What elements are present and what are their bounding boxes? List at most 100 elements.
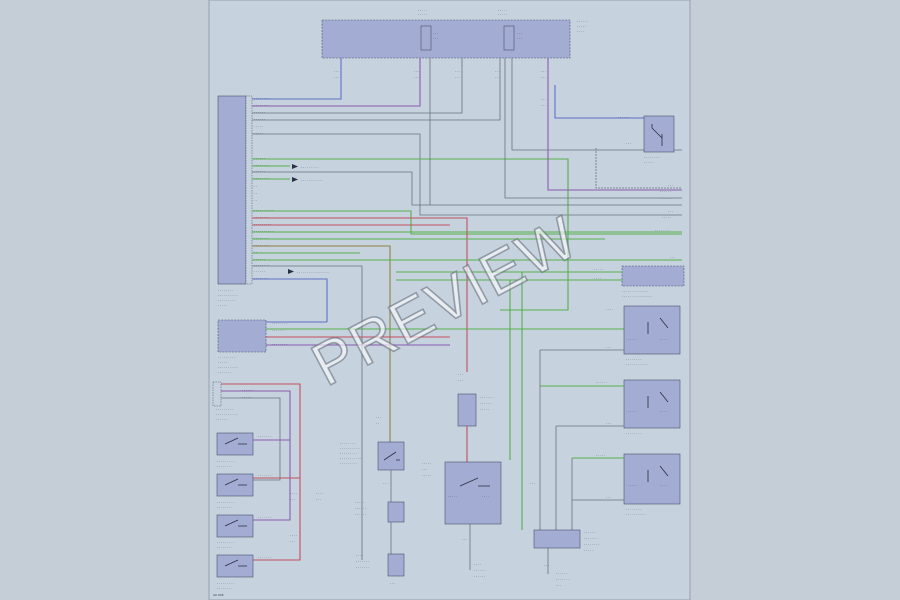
svg-text:- - -: - - - bbox=[376, 415, 381, 419]
svg-text:- - - -: - - - - bbox=[577, 29, 584, 33]
svg-text:- - - - - - - -: - - - - - - - - bbox=[655, 228, 670, 232]
svg-text:- - - -: - - - - bbox=[660, 483, 667, 487]
svg-text:- - - - - -: - - - - - - bbox=[660, 196, 671, 200]
svg-text:- - - - - - - -: - - - - - - - - bbox=[254, 96, 269, 100]
svg-text:- - - - - - -: - - - - - - - bbox=[218, 370, 231, 374]
fuse-box-block: - - - - - - - - - - - - - - - - - - - - … bbox=[321, 8, 588, 59]
svg-text:- - - - -: - - - - - bbox=[218, 303, 227, 307]
svg-text:- - - - - -: - - - - - - bbox=[216, 417, 227, 421]
svg-text:- - - - - - - -: - - - - - - - - bbox=[340, 441, 355, 445]
svg-text:- - - - - - -: - - - - - - - bbox=[254, 276, 267, 280]
svg-text:- - - - -: - - - - - bbox=[596, 453, 605, 457]
svg-text:- - - - - - -: - - - - - - - bbox=[258, 515, 271, 519]
svg-text:- -: - - bbox=[254, 250, 257, 254]
svg-text:- - - - - - - -: - - - - - - - - bbox=[217, 464, 232, 468]
svg-text:- - -: - - - bbox=[544, 563, 549, 567]
svg-text:- - - - - - - - -: - - - - - - - - - bbox=[217, 581, 234, 585]
svg-text:- - - -: - - - - bbox=[660, 337, 667, 341]
svg-text:- - - - - - - - - - -: - - - - - - - - - - - bbox=[340, 456, 361, 460]
svg-text:- - - - - - - -: - - - - - - - - bbox=[254, 236, 269, 240]
svg-text:- - - - - - - - - -: - - - - - - - - - - bbox=[626, 512, 645, 516]
door-switch-connector: - - - - - - - - - - - - - - - - - - - - … bbox=[212, 381, 323, 561]
sheet-id: A0 005 bbox=[213, 593, 224, 597]
svg-text:- - - - - - - - - -: - - - - - - - - - - bbox=[218, 293, 237, 297]
svg-text:- - -: - - - bbox=[517, 31, 522, 35]
center-small-connectors: - - - - - - - - - - - - - - - - - - - - … bbox=[355, 500, 405, 585]
svg-text:- - - - -: - - - - - bbox=[418, 12, 427, 16]
svg-text:- - -: - - - bbox=[455, 75, 460, 79]
svg-text:- - - - -: - - - - - bbox=[254, 124, 263, 128]
svg-text:- - - - - - - -: - - - - - - - - bbox=[217, 586, 232, 590]
svg-text:- - - - - - - -: - - - - - - - - bbox=[626, 431, 641, 435]
connector-arrow-icon: - - - - - - - - - - - - - - - - - - - - … bbox=[288, 164, 329, 274]
svg-text:- - - - - - - - - - -: - - - - - - - - - - - bbox=[301, 178, 322, 182]
svg-text:- - -: - - - bbox=[414, 69, 419, 73]
svg-text:- - -: - - - bbox=[334, 69, 339, 73]
svg-text:- - - - - - - - - -: - - - - - - - - - - bbox=[254, 208, 273, 212]
svg-text:- - -: - - - bbox=[606, 421, 611, 425]
svg-text:- - -: - - - bbox=[462, 537, 467, 541]
svg-text:- - - - - -: - - - - - - bbox=[577, 19, 588, 23]
svg-text:- - - - -: - - - - - bbox=[355, 500, 364, 504]
svg-text:- - - - -: - - - - - bbox=[644, 160, 653, 164]
svg-text:- - - - -: - - - - - bbox=[577, 24, 586, 28]
svg-text:- - - -: - - - - bbox=[290, 491, 297, 495]
svg-text:- - - - -: - - - - - bbox=[594, 267, 603, 271]
svg-text:- - - - - - - - - -: - - - - - - - - - - bbox=[254, 229, 273, 233]
svg-text:- - -: - - - bbox=[383, 481, 388, 485]
svg-text:- - -: - - - bbox=[455, 69, 460, 73]
svg-text:- - -: - - - bbox=[495, 75, 500, 79]
svg-text:- - - - - -: - - - - - - bbox=[242, 388, 253, 392]
left-door-switches: - - - - - - - - - - - - - - - - - - - - … bbox=[216, 432, 300, 590]
svg-text:- - - - -: - - - - - bbox=[628, 483, 637, 487]
svg-text:- - -: - - - bbox=[458, 372, 463, 376]
svg-text:- - - - - - - -: - - - - - - - - bbox=[217, 545, 232, 549]
svg-text:- - -: - - - bbox=[541, 69, 546, 73]
svg-text:- - - - - - - - - -: - - - - - - - - - - bbox=[218, 365, 237, 369]
svg-text:- - - - - - - - - -: - - - - - - - - - - bbox=[340, 446, 359, 450]
svg-text:- - - - - -: - - - - - - bbox=[556, 571, 567, 575]
svg-text:- - -: - - - bbox=[422, 467, 427, 471]
svg-text:- - - - - - -: - - - - - - - bbox=[258, 473, 271, 477]
svg-text:- - - -: - - - - bbox=[356, 553, 363, 557]
svg-text:- - - - - - -: - - - - - - - bbox=[258, 434, 271, 438]
svg-text:- - - -: - - - - bbox=[290, 533, 297, 537]
svg-text:- - - - - -: - - - - - - bbox=[254, 169, 265, 173]
svg-text:- - -: - - - bbox=[390, 581, 395, 585]
top-right-switch: - - - - - - - - - - - - - - - - - - - - … bbox=[618, 115, 675, 164]
main-module-wires bbox=[252, 58, 682, 560]
svg-text:- - - - - - - -: - - - - - - - - bbox=[254, 176, 269, 180]
svg-text:- - -: - - - bbox=[414, 75, 419, 79]
svg-text:- - - - - -: - - - - - - bbox=[480, 401, 491, 405]
svg-text:- - - - - -: - - - - - - bbox=[355, 506, 366, 510]
svg-text:- - - - - - - - - - - - -: - - - - - - - - - - - - - bbox=[622, 289, 648, 293]
svg-text:- - -: - - - bbox=[334, 75, 339, 79]
svg-text:- - - -: - - - - bbox=[482, 494, 489, 498]
svg-text:- - - - - - - -: - - - - - - - - bbox=[626, 507, 641, 511]
center-switch: - - - - - - - - - - - - - - - - - - - - … bbox=[340, 415, 405, 505]
svg-text:- - - - - -: - - - - - - bbox=[596, 380, 607, 384]
svg-text:- - - - - - - - -: - - - - - - - - - bbox=[217, 459, 234, 463]
svg-text:- - - - - -: - - - - - - bbox=[254, 269, 265, 273]
svg-text:- - - - - - - - - - -: - - - - - - - - - - - bbox=[216, 412, 237, 416]
svg-text:- - - - - - - - -: - - - - - - - - - bbox=[216, 407, 233, 411]
svg-text:- - - - - -: - - - - - - bbox=[474, 574, 485, 578]
svg-text:- - - - - - - -: - - - - - - - - bbox=[272, 342, 287, 346]
svg-text:- - - - - - - -: - - - - - - - - bbox=[584, 542, 599, 546]
svg-text:- - - -: - - - - bbox=[606, 307, 613, 311]
svg-text:- - - - - -: - - - - - - bbox=[355, 512, 366, 516]
bottom-right-module: - - - - - - - - - - - - - - - - - - - - … bbox=[533, 529, 599, 587]
svg-text:- - - - - - -: - - - - - - - bbox=[556, 577, 569, 581]
svg-text:- - - - - - - - -: - - - - - - - - - bbox=[340, 461, 357, 465]
svg-text:- - - - - - - - - - -: - - - - - - - - - - - bbox=[626, 362, 647, 366]
svg-text:- - - - - - - -: - - - - - - - - bbox=[272, 321, 287, 325]
svg-text:- - -: - - - bbox=[517, 36, 522, 40]
svg-text:- - - - - - -: - - - - - - - bbox=[272, 328, 285, 332]
svg-text:- - - - - - - - -: - - - - - - - - - bbox=[217, 500, 234, 504]
svg-text:- - -: - - - bbox=[433, 31, 438, 35]
svg-text:- - - - - -: - - - - - - bbox=[618, 115, 629, 119]
svg-text:- - - - -: - - - - - bbox=[218, 360, 227, 364]
svg-text:- - -: - - - bbox=[626, 141, 631, 145]
svg-text:- - - - -: - - - - - bbox=[422, 461, 431, 465]
svg-text:- - -: - - - bbox=[670, 255, 675, 259]
